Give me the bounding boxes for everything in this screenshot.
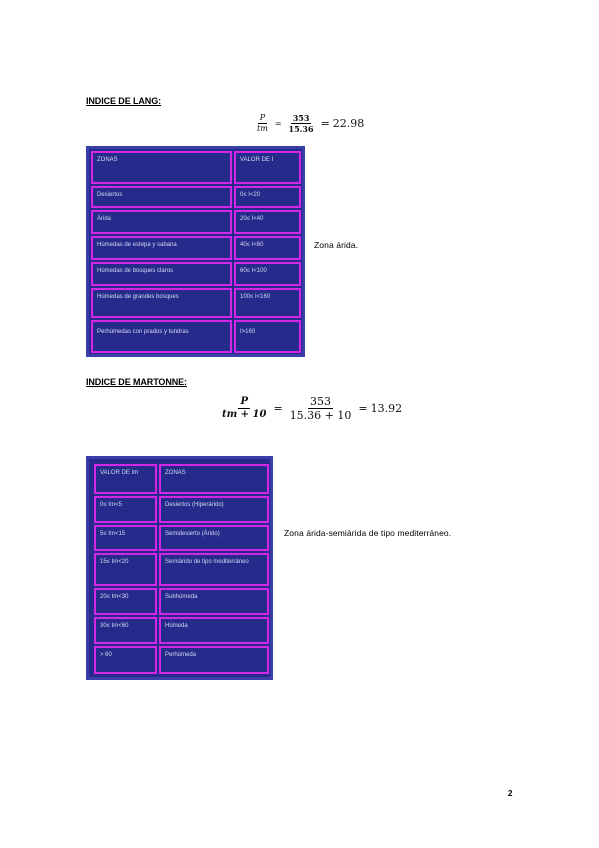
table-cell: 40≤ I<60 [234,236,301,260]
table-cell: 0≤ Im<5 [94,496,157,523]
lang-formula: P tm = 353 15.36 = 22.98 [253,114,365,134]
table-cell: Semiárido de tipo mediterráneo [159,553,269,586]
lang-heading: INDICE DE LANG: [86,96,162,106]
martonne-formula-values: 353 15.36 + 10 [288,396,354,421]
equals-sign: = [274,119,282,128]
lang-formula-lhs: P tm [255,114,270,133]
lang-result-text: Zona árida. [314,240,359,250]
table-cell: 5≤ Im<15 [94,525,157,551]
lang-formula-num-value: 353 [290,113,312,124]
table-cell: Húmedas de bosques claros [91,262,232,286]
lang-formula-result: 22.98 [332,117,365,130]
martonne-formula-result: 13.92 [370,402,403,415]
martonne-formula-den: tm + 10 [222,409,267,420]
lang-formula-values: 353 15.36 [287,114,316,133]
table-header-cell: ZONAS [91,151,232,184]
table-cell: Húmedas de grandes bosques [91,288,232,318]
table-cell: 0≤ I<20 [234,186,301,208]
lang-table: ZONAS VALOR DE I Desiertos 0≤ I<20 Árida… [86,146,305,357]
equals-sign: = [320,117,330,130]
table-cell: Subhúmeda [159,588,269,615]
table-cell: Desiertos (Hiperárido) [159,496,269,523]
martonne-formula-num: P [238,396,250,409]
table-cell: Húmeda [159,617,269,644]
table-cell: Semidesierto (Árido) [159,525,269,551]
table-cell: Desiertos [91,186,232,208]
table-header-cell: VALOR DE I [234,151,301,184]
table-cell: Árida [91,210,232,234]
martonne-result-text: Zona árida-semiárida de tipo mediterráne… [284,528,452,538]
table-cell: 30≤ Im<60 [94,617,157,644]
lang-formula-den-value: 15.36 [288,124,314,134]
martonne-formula-lhs: P tm + 10 [220,397,268,420]
table-cell: 20≤ Im<30 [94,588,157,615]
table-cell: > 60 [94,646,157,674]
table-cell: 15≤ Im<20 [94,553,157,586]
martonne-formula: P tm + 10 = 353 15.36 + 10 = 13.92 [218,396,402,421]
lang-formula-num: P [257,113,268,124]
martonne-formula-num-value: 353 [308,395,334,409]
page-number: 2 [508,789,513,798]
table-header-cell: ZONAS [159,464,269,494]
table-cell: Perhúmeda [159,646,269,674]
martonne-formula-den-value: 15.36 + 10 [289,409,352,422]
lang-formula-den: tm [257,124,268,133]
table-cell: Húmedas de estepa y sabana [91,236,232,260]
table-cell: 100≤ I<160 [234,288,301,318]
table-header-cell: VALOR DE Im [94,464,157,494]
table-cell: 20≤ I<40 [234,210,301,234]
equals-sign: = [358,402,368,415]
equals-sign: = [273,402,283,415]
table-cell: 60≤ I<100 [234,262,301,286]
table-cell: I>160 [234,320,301,353]
table-cell: Perhúmedas con prados y tundras [91,320,232,353]
martonne-heading: INDICE DE MARTONNE: [86,377,187,387]
martonne-table: VALOR DE Im ZONAS 0≤ Im<5 Desiertos (Hip… [86,456,273,680]
